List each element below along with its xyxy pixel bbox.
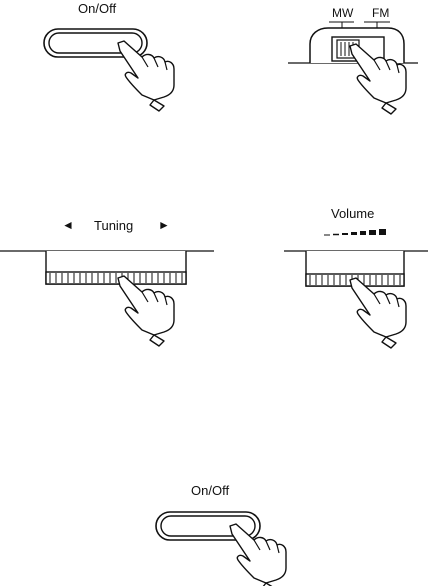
power-panel-bottom: On/Off	[110, 470, 324, 586]
pointing-hand-icon	[0, 0, 214, 120]
band-switch-panel: MW FM	[214, 0, 428, 120]
pointing-hand-icon	[0, 200, 214, 360]
pointing-hand-icon	[110, 470, 324, 586]
pointing-hand-icon	[214, 200, 428, 360]
pointing-hand-icon	[214, 0, 428, 120]
power-panel-top: On/Off	[0, 0, 214, 120]
volume-panel: Volume	[214, 200, 428, 360]
tuning-panel: ◄ Tuning ►	[0, 200, 214, 360]
